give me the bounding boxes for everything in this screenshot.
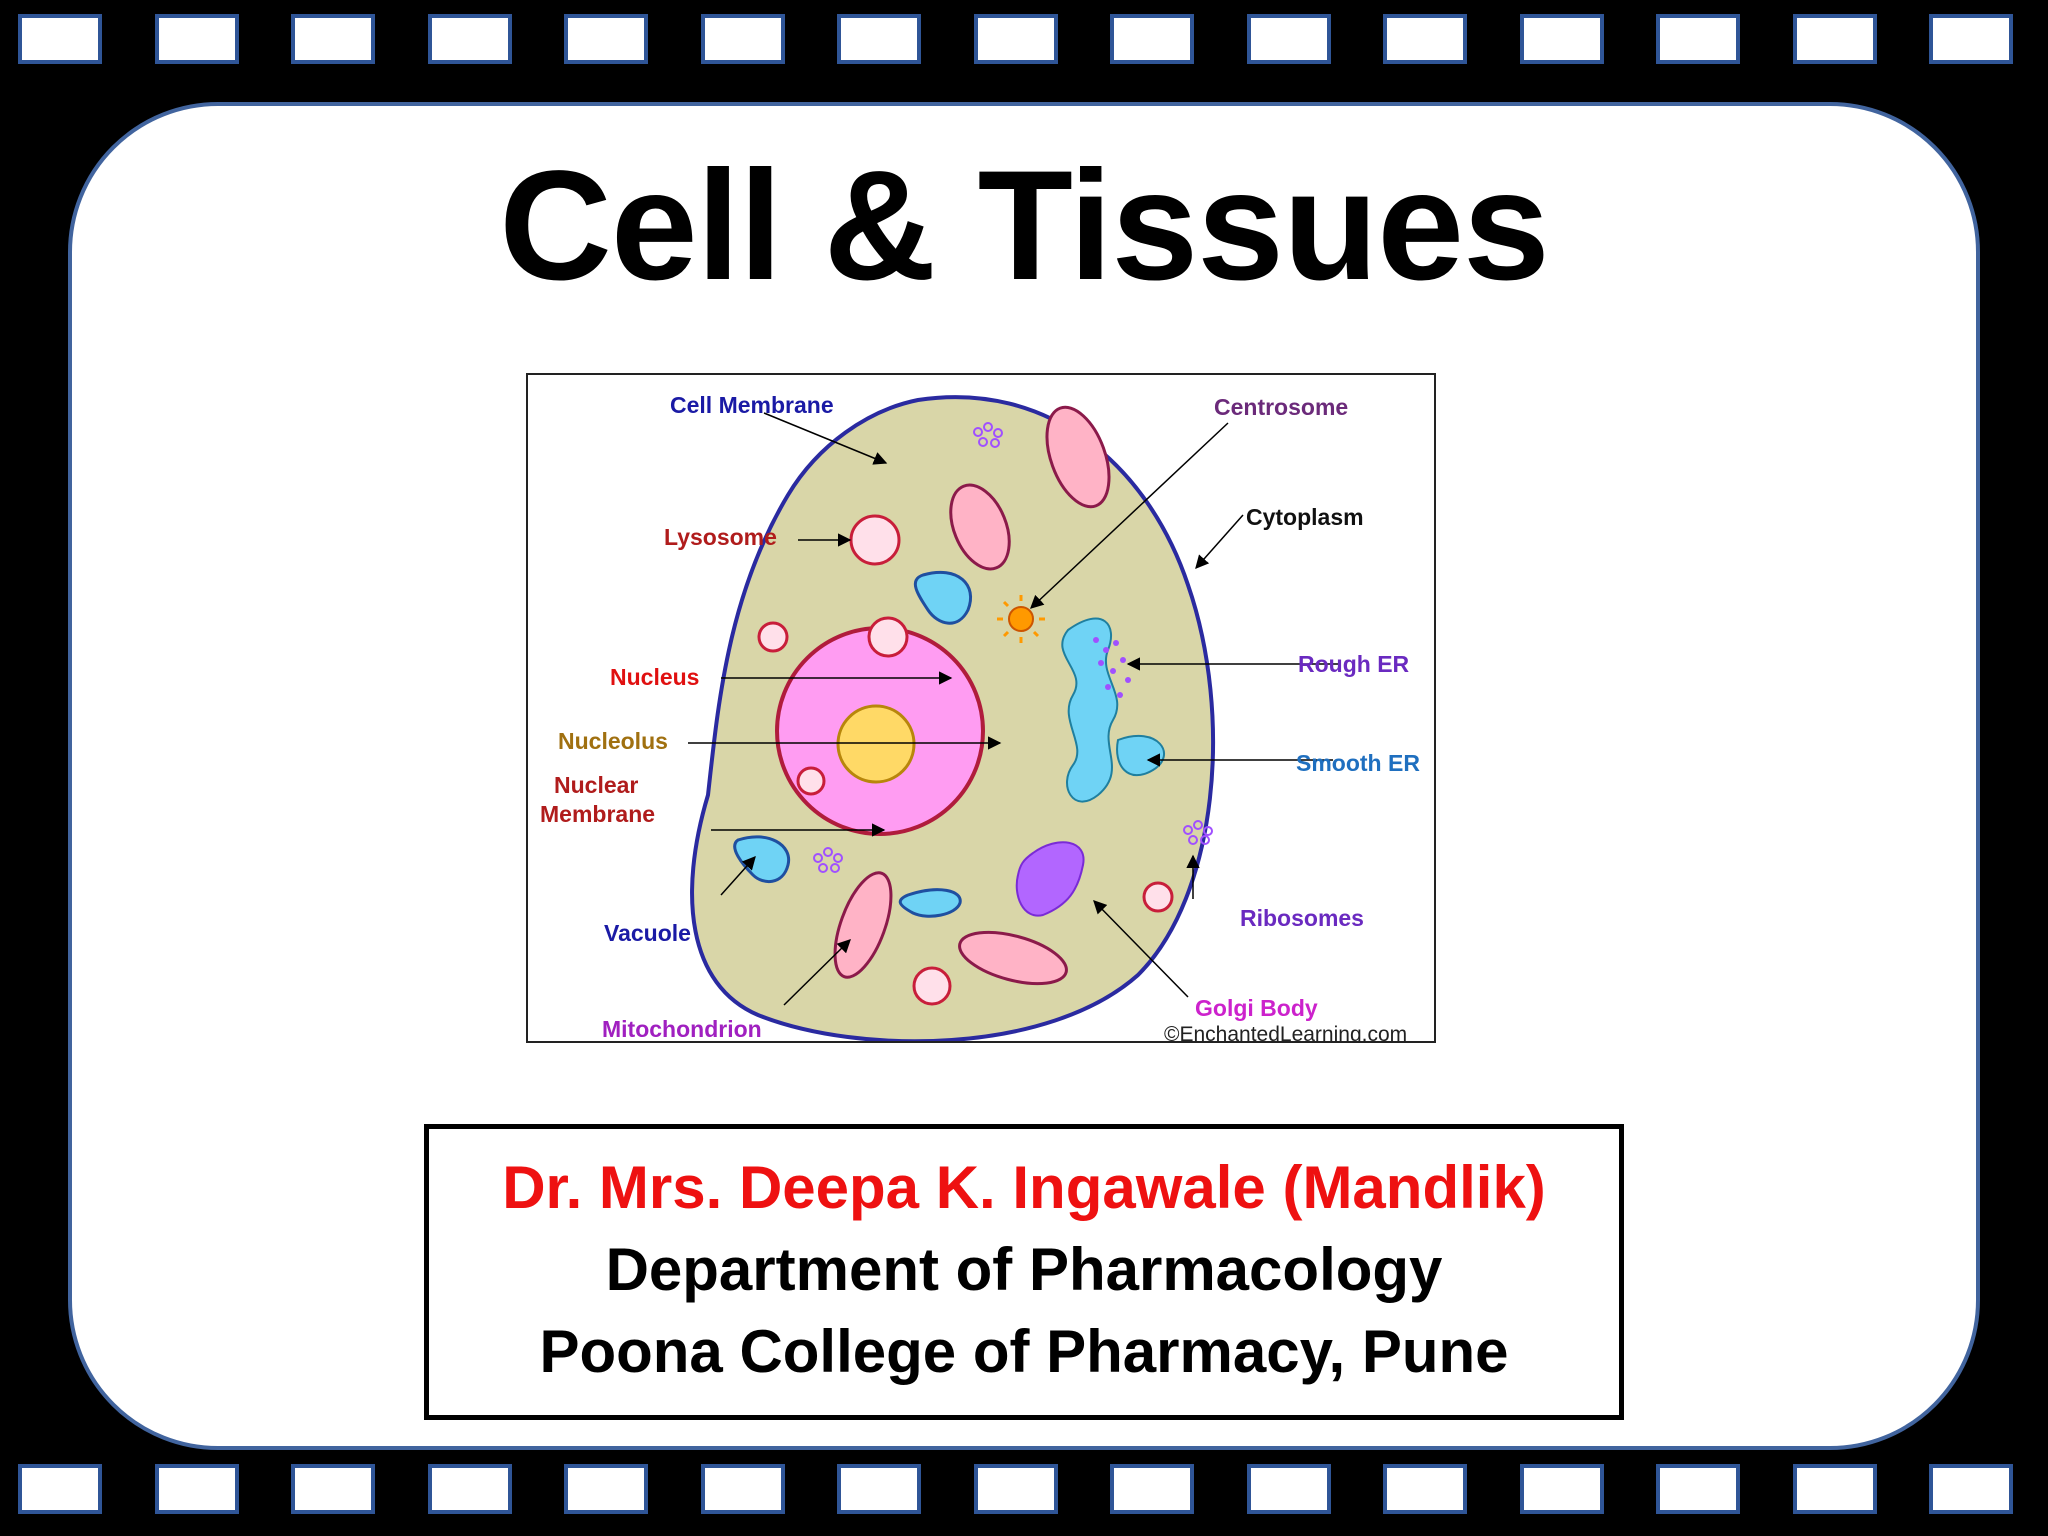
cell-diagram-svg: Cell Membrane Centrosome Lysosome Cytopl… [540,392,1420,1041]
film-hole [1656,1464,1740,1514]
centrosome-shape [997,595,1045,643]
film-hole [291,1464,375,1514]
film-hole [700,1464,785,1514]
film-hole [1110,1464,1194,1514]
film-hole [1792,14,1877,64]
golgi-body-shape [1015,841,1085,917]
nucleolus-shape [836,704,916,784]
label-lysosome: Lysosome [664,524,777,550]
film-hole [973,1464,1058,1514]
lysosome-shapes [757,514,1174,1006]
label-cytoplasm: Cytoplasm [1246,504,1364,530]
label-ribosomes: Ribosomes [1240,905,1364,931]
film-hole [564,14,648,64]
film-hole [837,14,921,64]
rough-er-ribosome-dots [1093,637,1131,698]
film-hole [837,1464,921,1514]
label-smooth-er: Smooth ER [1296,750,1420,776]
film-hole [700,14,785,64]
label-golgi-body: Golgi Body [1195,995,1318,1021]
film-hole [1383,14,1467,64]
label-nucleus: Nucleus [610,664,699,690]
film-hole [1792,1464,1877,1514]
author-department: Department of Pharmacology [605,1236,1443,1303]
film-hole [427,14,512,64]
label-rough-er: Rough ER [1298,651,1410,677]
author-box: Dr. Mrs. Deepa K. Ingawale (Mandlik) Dep… [424,1124,1624,1420]
film-hole [973,14,1058,64]
film-hole [18,1464,102,1514]
author-institution: Poona College of Pharmacy, Pune [539,1318,1509,1385]
film-hole [154,14,239,64]
label-pointers [688,412,1338,1006]
film-hole [1519,14,1604,64]
ribosome-clusters [813,422,1213,873]
label-nuclear-membrane-line2: Membrane [540,801,655,827]
label-vacuole: Vacuole [604,920,691,946]
label-nuclear-membrane-line1: Nuclear [554,772,638,798]
diagram-credit: ©EnchantedLearning.com [1164,1023,1407,1041]
mitochondrion-shapes [833,405,1111,986]
vacuole-shapes [733,570,973,918]
film-hole [154,1464,239,1514]
film-hole [564,1464,648,1514]
film-hole [1383,1464,1467,1514]
film-strip-bottom [0,1464,2048,1524]
film-strip-top [0,14,2048,74]
film-hole [1929,14,2013,64]
film-hole [1110,14,1194,64]
film-hole [18,14,102,64]
film-hole [291,14,375,64]
film-hole [1246,1464,1331,1514]
film-hole [1519,1464,1604,1514]
label-mitochondrion: Mitochondrion [602,1016,762,1041]
film-hole [1246,14,1331,64]
film-hole [1929,1464,2013,1514]
label-nucleolus: Nucleolus [558,728,668,754]
label-cell-membrane: Cell Membrane [670,392,834,418]
cell-diagram: Cell Membrane Centrosome Lysosome Cytopl… [526,373,1436,1043]
film-hole [1656,14,1740,64]
film-hole [427,1464,512,1514]
label-centrosome: Centrosome [1214,394,1348,420]
author-name: Dr. Mrs. Deepa K. Ingawale (Mandlik) [502,1154,1546,1221]
slide-title: Cell & Tissues [499,139,1550,313]
